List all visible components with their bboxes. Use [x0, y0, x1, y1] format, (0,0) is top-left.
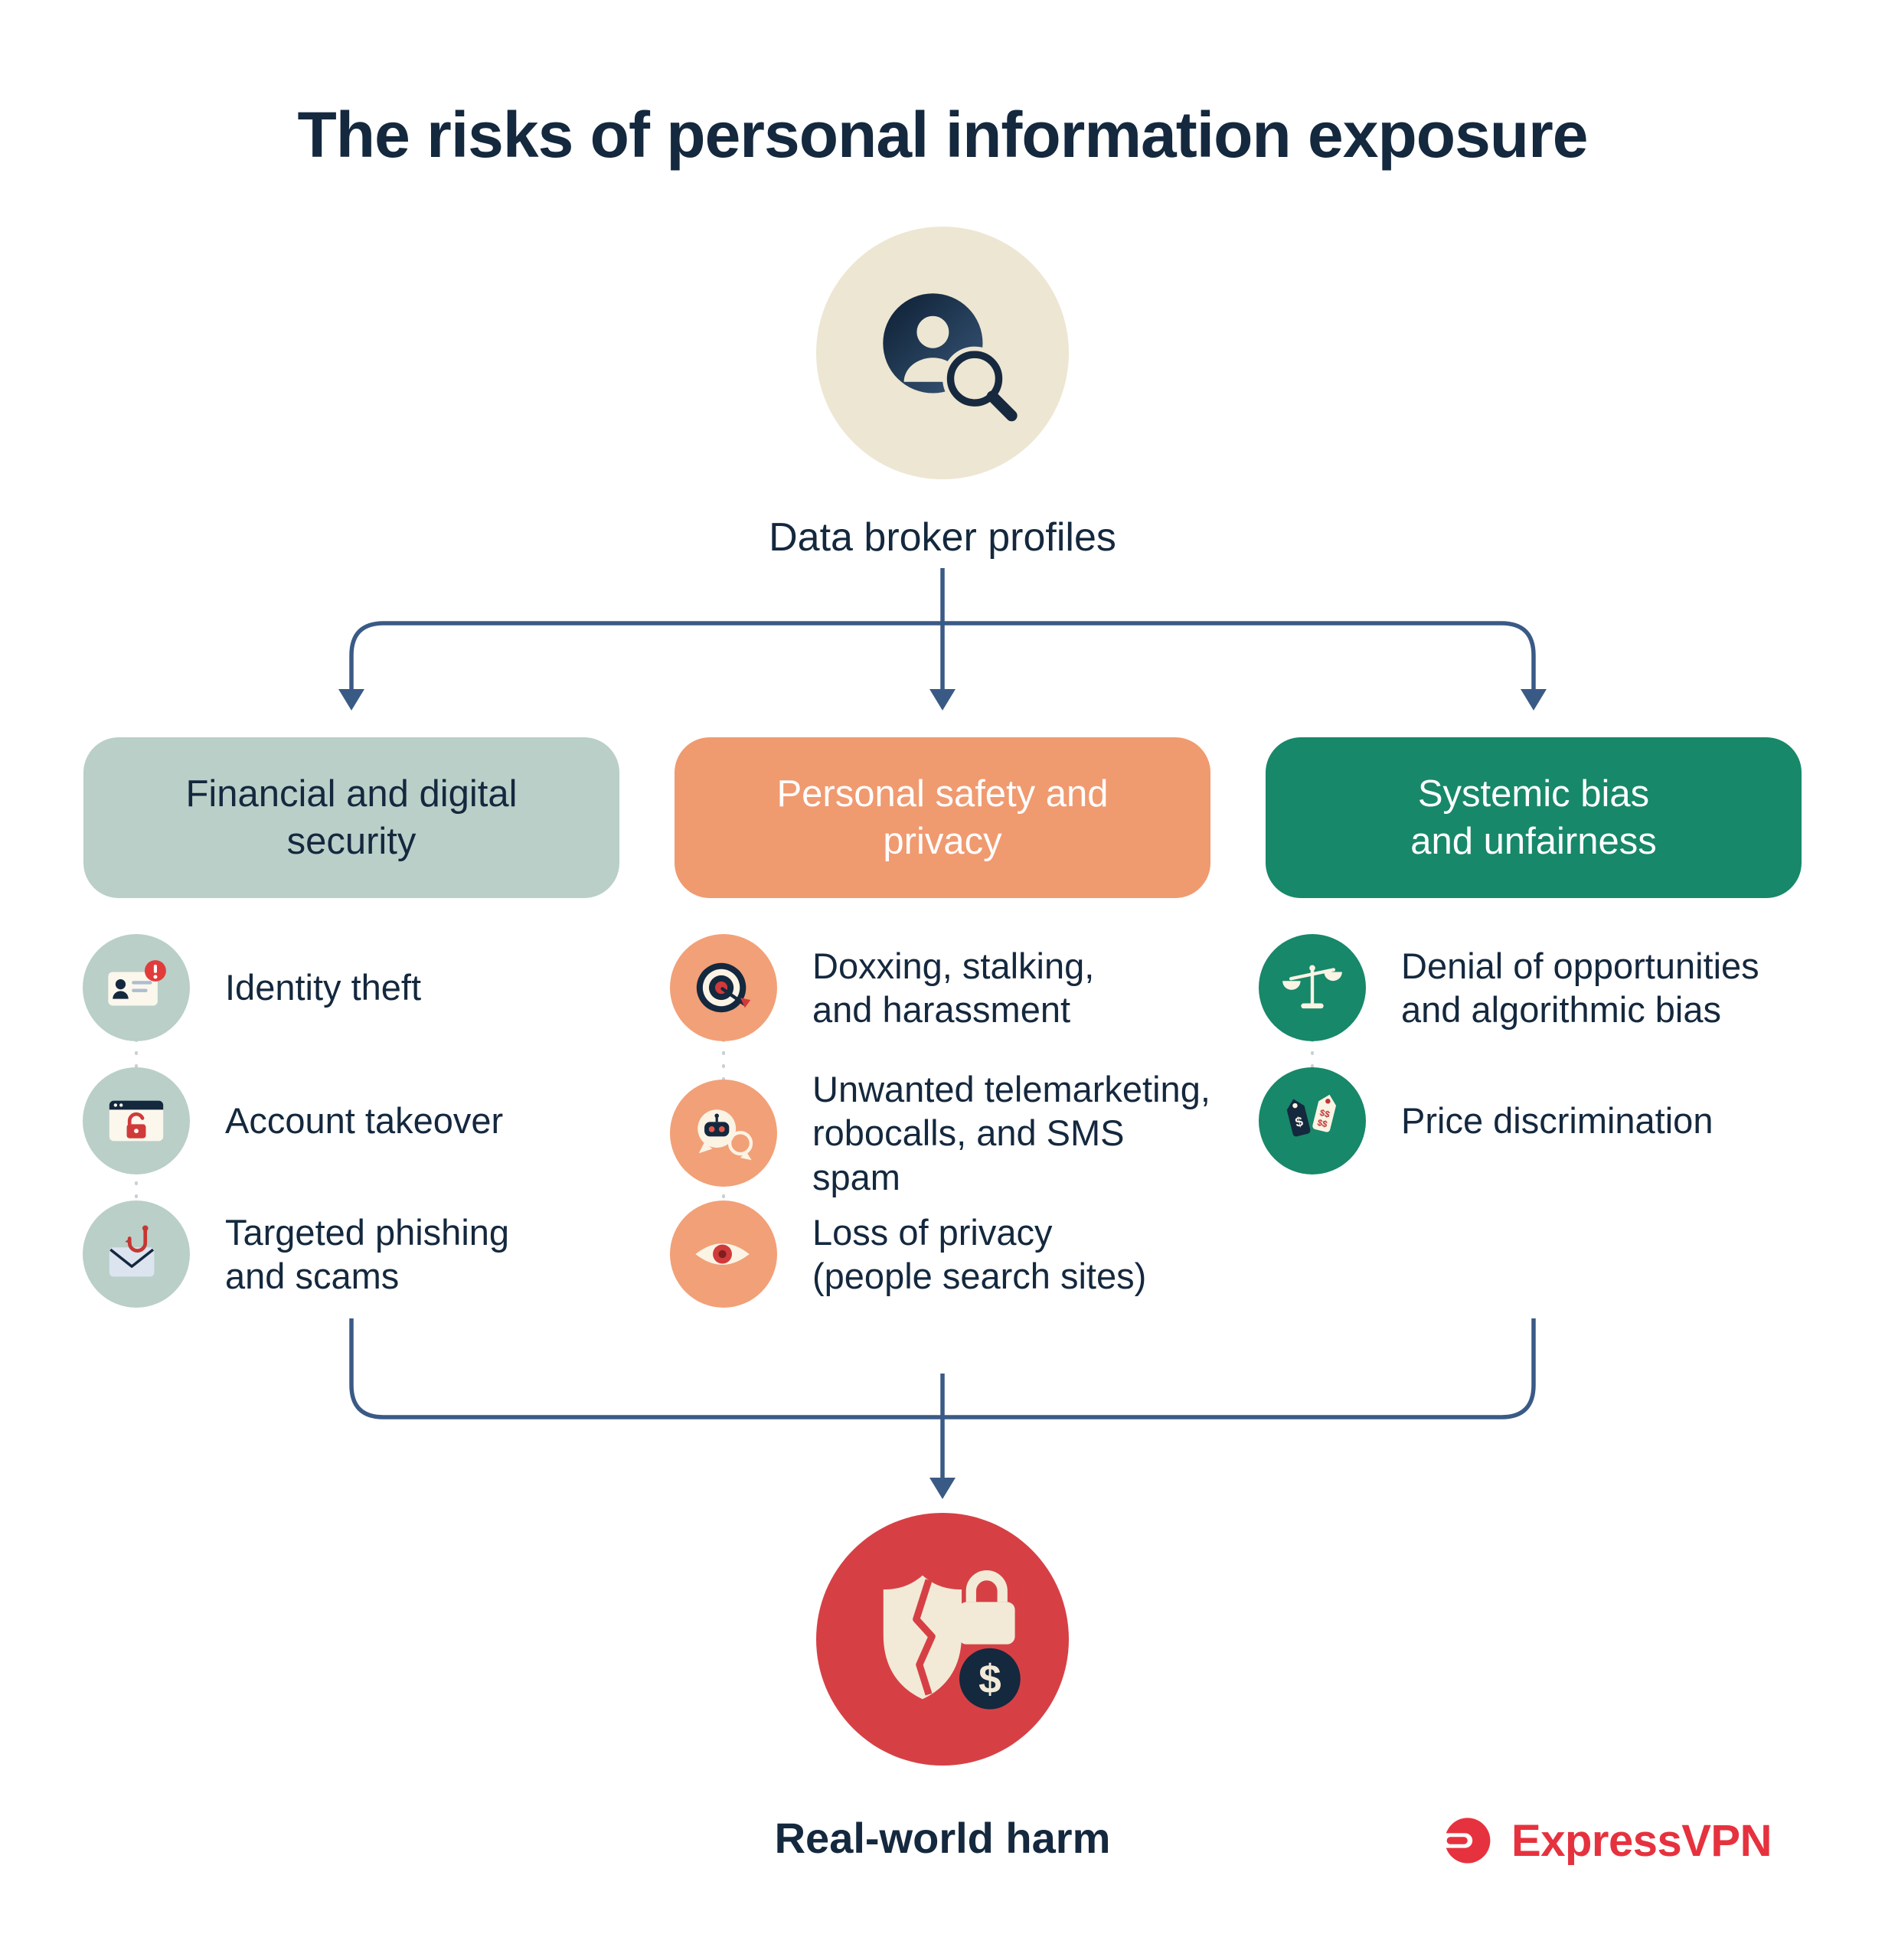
risk-item-loss-of-privacy: Loss of privacy (people search sites)	[670, 1200, 1146, 1308]
risk-item-targeted-phishing: Targeted phishing and scams	[83, 1200, 509, 1308]
branch-box-systemic-bias: Systemic bias and unfairness	[1266, 737, 1802, 898]
branch-box-financial-security: Financial and digital security	[83, 737, 619, 898]
browser-lock-icon	[83, 1067, 190, 1174]
branch-label: Personal safety and privacy	[776, 773, 1109, 862]
id-card-alert-icon	[83, 934, 190, 1041]
person-search-icon	[883, 293, 1018, 422]
data-broker-profiles-badge	[816, 227, 1069, 479]
branch-label: Financial and digital security	[185, 773, 518, 862]
brand-name: ExpressVPN	[1511, 1815, 1772, 1866]
risk-item-account-takeover: Account takeover	[83, 1067, 503, 1174]
risk-item-label: Targeted phishing and scams	[225, 1211, 510, 1296]
risk-item-label: Doxxing, stalking, and harassment	[812, 945, 1095, 1030]
outcome-label: Real-world harm	[774, 1814, 1111, 1862]
svg-text:$: $	[1294, 1113, 1305, 1130]
target-dart-icon	[670, 934, 777, 1041]
branch-label: Systemic bias and unfairness	[1410, 773, 1657, 862]
risk-item-label: Denial of opportunities and algorithmic …	[1401, 945, 1759, 1030]
svg-text:$$: $$	[1318, 1108, 1331, 1120]
risk-item-label: Loss of privacy (people search sites)	[812, 1211, 1147, 1296]
risk-item-price-discrimination: $ $$ $$ Price discrimination	[1259, 1067, 1713, 1174]
balance-scale-icon	[1259, 934, 1366, 1041]
svg-text:$: $	[978, 1657, 1001, 1702]
real-world-harm-badge: $	[816, 1513, 1069, 1766]
price-tags-icon: $ $$ $$	[1259, 1067, 1366, 1174]
risk-item-telemarketing-spam: Unwanted telemarketing, robocalls, and S…	[670, 1067, 1210, 1199]
risk-item-doxxing-stalking: Doxxing, stalking, and harassment	[670, 934, 1094, 1041]
risk-item-label: Account takeover	[225, 1100, 504, 1142]
broken-shield-lock-icon: $	[883, 1570, 1021, 1710]
phishing-hook-icon	[83, 1200, 190, 1308]
risk-item-identity-theft: Identity theft	[83, 934, 421, 1041]
branch-box-personal-safety: Personal safety and privacy	[675, 737, 1210, 898]
risk-item-label: Identity theft	[225, 967, 422, 1008]
risk-item-label: Unwanted telemarketing, robocalls, and S…	[812, 1069, 1210, 1197]
expressvpn-logo: ExpressVPN	[1439, 1813, 1772, 1868]
source-label: Data broker profiles	[769, 515, 1116, 560]
expressvpn-logo-icon	[1439, 1818, 1491, 1864]
eye-icon	[670, 1200, 777, 1308]
robocall-chat-icon	[670, 1079, 777, 1187]
svg-text:$$: $$	[1316, 1118, 1328, 1130]
page-title: The risks of personal information exposu…	[297, 99, 1588, 171]
risk-item-denial-of-opportunities: Denial of opportunities and algorithmic …	[1259, 934, 1759, 1041]
risk-item-label: Price discrimination	[1401, 1100, 1713, 1142]
